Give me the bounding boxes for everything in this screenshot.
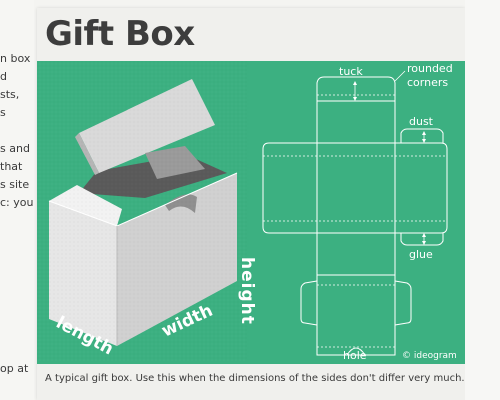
- box-3d-illustration: [37, 61, 247, 361]
- right-margin: [465, 0, 500, 400]
- left-side-panel: [262, 142, 317, 234]
- credit-label: © ideogram: [402, 351, 457, 361]
- dust-flap: [400, 128, 444, 143]
- text-fragment: s and: [0, 142, 30, 155]
- height-label: height: [237, 257, 257, 325]
- gift-box-figure: length width height: [37, 61, 465, 364]
- back-panel: [316, 232, 396, 276]
- bottom-panel: [316, 274, 396, 356]
- tuck-label: tuck: [339, 65, 363, 78]
- text-fragment: s site: [0, 178, 30, 191]
- left-text-column: n box d sts, s s and that s site c: you …: [0, 0, 34, 400]
- text-fragment: c: you: [0, 196, 34, 209]
- text-fragment: d: [0, 70, 7, 83]
- rounded-corners-label-line1: rounded: [407, 62, 453, 75]
- tuck-flap: [316, 76, 396, 101]
- dust-label: dust: [409, 115, 434, 128]
- bottom-flap-left: [300, 280, 318, 326]
- gift-box-diagram: length width height: [37, 61, 457, 362]
- rounded-corners-label-line2: corners: [407, 76, 448, 89]
- page-title: Gift Box: [45, 14, 195, 54]
- right-side-panel: [395, 142, 448, 234]
- hole-label: hole: [343, 349, 367, 362]
- text-fragment: sts,: [0, 88, 20, 101]
- text-fragment: op at: [0, 362, 29, 375]
- fold-lines: [263, 94, 447, 348]
- front-panel: [316, 142, 396, 234]
- bottom-flap-right: [394, 280, 412, 326]
- text-fragment: s: [0, 106, 6, 119]
- glue-label: glue: [409, 248, 433, 261]
- glue-flap: [400, 233, 444, 246]
- figure-caption: A typical gift box. Use this when the di…: [45, 373, 465, 384]
- box-net-template: [262, 76, 448, 356]
- hole-cutout: [346, 347, 366, 356]
- top-panel: [316, 100, 396, 144]
- text-fragment: that: [0, 160, 23, 173]
- text-fragment: n box: [0, 52, 31, 65]
